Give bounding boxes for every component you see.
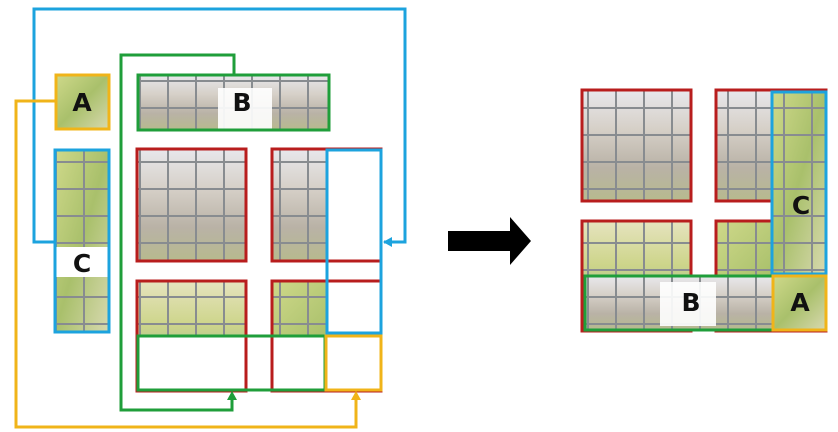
pasted-patch-b: B (583, 274, 777, 332)
pasted-patch-c-label: C (792, 191, 810, 220)
patch-a: A (54, 73, 111, 131)
cut-region-b-slot (138, 336, 325, 390)
pasted-patch-c: C (770, 90, 828, 276)
result-panel: C B A (580, 88, 828, 333)
patch-b: B (136, 73, 331, 132)
connector-c-arrowhead (383, 237, 392, 247)
cut-region-a-slot (326, 336, 381, 390)
patch-a-label: A (72, 88, 92, 117)
cut-region-c-slot (327, 150, 380, 333)
crop-frame (135, 147, 248, 263)
patch-c-label: C (73, 249, 91, 278)
connector-c (32, 7, 407, 244)
patch-c: C (53, 148, 111, 334)
transform-arrow (448, 217, 531, 265)
connector-a (14, 99, 358, 429)
connector-b-arrowhead (227, 391, 237, 400)
pasted-patch-a: A (771, 274, 828, 332)
region-a-target-outline (324, 334, 383, 392)
pasted-patch-a-label: A (790, 288, 810, 317)
connector-a-arrowhead (351, 391, 361, 400)
crop-frame (580, 88, 693, 203)
source-panel: A B C (14, 7, 407, 429)
pasted-patch-b-label: B (681, 288, 700, 317)
crop-top-left (135, 147, 248, 263)
region-c-target-outline (325, 148, 383, 335)
patch-b-label: B (232, 88, 251, 117)
result-crop-top-left (580, 88, 693, 203)
connector-b (119, 53, 236, 412)
